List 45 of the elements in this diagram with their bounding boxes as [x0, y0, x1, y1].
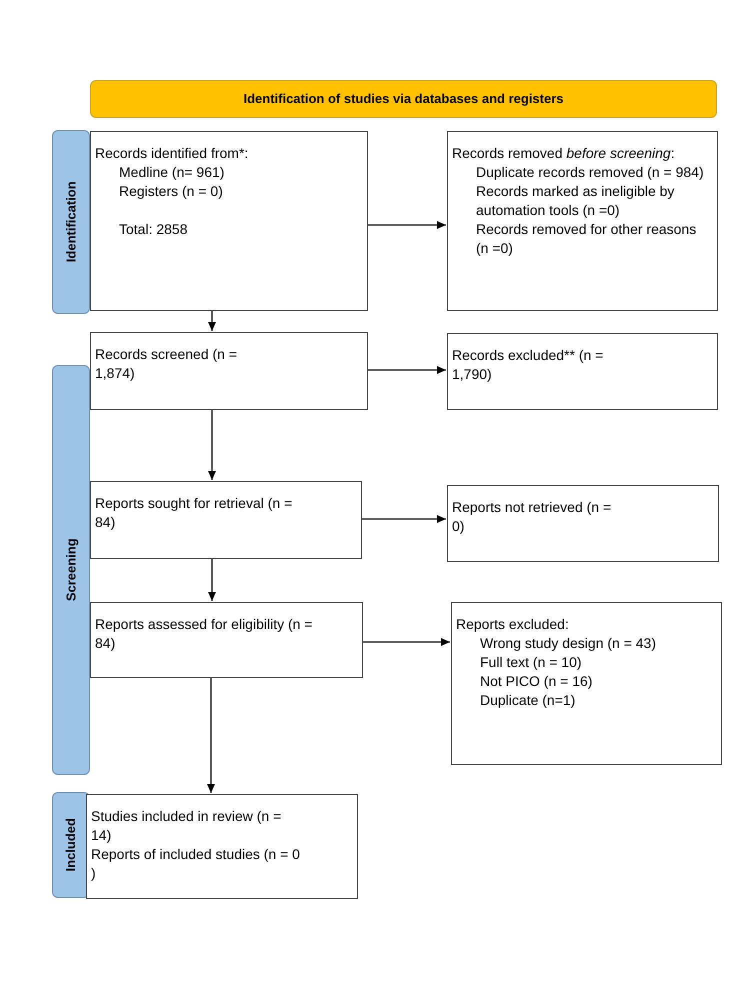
- box-text: Reports excluded:: [456, 615, 570, 634]
- box-text: Records screened (n = 1,874): [95, 345, 238, 383]
- box-text: Records identified from*:: [95, 144, 250, 163]
- arrow: [208, 311, 216, 331]
- box-text: Duplicate (n=1): [479, 691, 576, 710]
- box-text: Duplicate records removed (n = 984): [475, 163, 705, 182]
- process-box: [451, 602, 722, 765]
- box-text: Reports assessed for eligibility (n = 84): [95, 615, 314, 653]
- phase-bar: [52, 365, 90, 775]
- process-box: [90, 131, 368, 311]
- process-box: [90, 481, 362, 559]
- box-text: Studies included in review (n = 14): [91, 807, 282, 845]
- process-box: [447, 333, 718, 410]
- process-box: [90, 332, 368, 410]
- box-text: Reports sought for retrieval (n = 84): [95, 494, 294, 532]
- banner-title: Identification of studies via databases and registers: [243, 90, 564, 108]
- phase-bar: [52, 792, 90, 898]
- arrow: [207, 678, 215, 793]
- box-text: Reports of included studies (n = 0 ): [91, 845, 301, 883]
- box-text: Registers (n = 0): [118, 182, 224, 201]
- header-banner: [90, 80, 717, 118]
- box-text: Reports not retrieved (n = 0): [452, 498, 612, 536]
- phase-bar: [52, 130, 90, 314]
- process-box: [86, 794, 358, 899]
- arrow: [208, 559, 216, 601]
- box-text: Medline (n= 961): [118, 163, 226, 182]
- arrow: [363, 638, 450, 646]
- arrow: [208, 410, 216, 480]
- process-box: [447, 485, 719, 562]
- box-text: Records removed for other reasons (n =0): [475, 220, 698, 258]
- box-text: Records removed before screening:: [452, 144, 676, 163]
- box-text: Wrong study design (n = 43): [479, 634, 658, 653]
- phase-label: Identification: [62, 182, 80, 262]
- box-text: Records marked as ineligible by automation tools (n =0): [475, 182, 676, 220]
- arrow: [368, 221, 446, 229]
- box-text: Total: 2858: [118, 220, 188, 239]
- arrow: [368, 366, 446, 374]
- process-box: [90, 602, 363, 678]
- phase-label: Screening: [62, 538, 80, 602]
- arrow: [362, 515, 446, 523]
- process-box: [447, 131, 718, 311]
- box-text: Records excluded** (n = 1,790): [452, 346, 604, 384]
- box-text: Full text (n = 10): [479, 653, 583, 672]
- box-text: Not PICO (n = 16): [479, 672, 594, 691]
- phase-label: Included: [62, 818, 80, 872]
